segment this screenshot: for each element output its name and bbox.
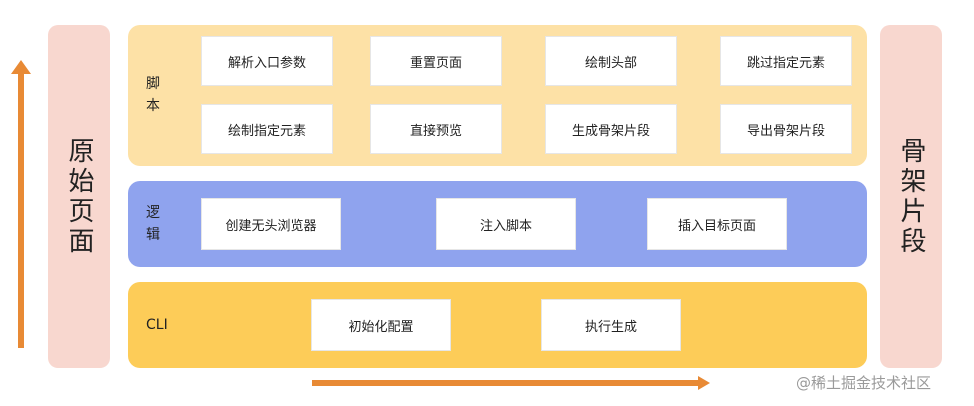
script-layer: 脚本 解析入口参数 重置页面 绘制头部 跳过指定元素 绘制指定元素 直接预览 生…: [128, 25, 867, 166]
logic-layer-label: 逻辑: [146, 205, 160, 243]
right-arrow-shaft: [312, 380, 700, 386]
right-arrow-head: [698, 376, 710, 390]
cli-layer-label: CLI: [146, 317, 168, 333]
box-reset-page: 重置页面: [370, 36, 502, 86]
box-insert-target-page: 插入目标页面: [647, 198, 787, 250]
up-arrow-shaft: [18, 68, 24, 348]
box-skip-element: 跳过指定元素: [720, 36, 852, 86]
box-draw-header: 绘制头部: [545, 36, 677, 86]
box-execute-generate: 执行生成: [541, 299, 681, 351]
box-export-skeleton: 导出骨架片段: [720, 104, 852, 154]
original-page-label: 原始页面: [64, 136, 94, 257]
script-layer-label: 脚本: [146, 76, 160, 114]
box-draw-element: 绘制指定元素: [201, 104, 333, 154]
cli-layer: CLI 初始化配置 执行生成: [128, 282, 867, 368]
box-direct-preview: 直接预览: [370, 104, 502, 154]
box-init-config: 初始化配置: [311, 299, 451, 351]
box-parse-entry-params: 解析入口参数: [201, 36, 333, 86]
box-inject-script: 注入脚本: [436, 198, 576, 250]
box-create-headless-browser: 创建无头浏览器: [201, 198, 341, 250]
up-arrow-head: [11, 60, 31, 74]
original-page-panel: 原始页面: [48, 25, 110, 368]
watermark: @稀土掘金技术社区: [796, 374, 932, 392]
skeleton-fragment-label: 骨架片段: [896, 136, 926, 257]
logic-layer: 逻辑 创建无头浏览器 注入脚本 插入目标页面: [128, 181, 867, 267]
box-generate-skeleton: 生成骨架片段: [545, 104, 677, 154]
skeleton-fragment-panel: 骨架片段: [880, 25, 942, 368]
